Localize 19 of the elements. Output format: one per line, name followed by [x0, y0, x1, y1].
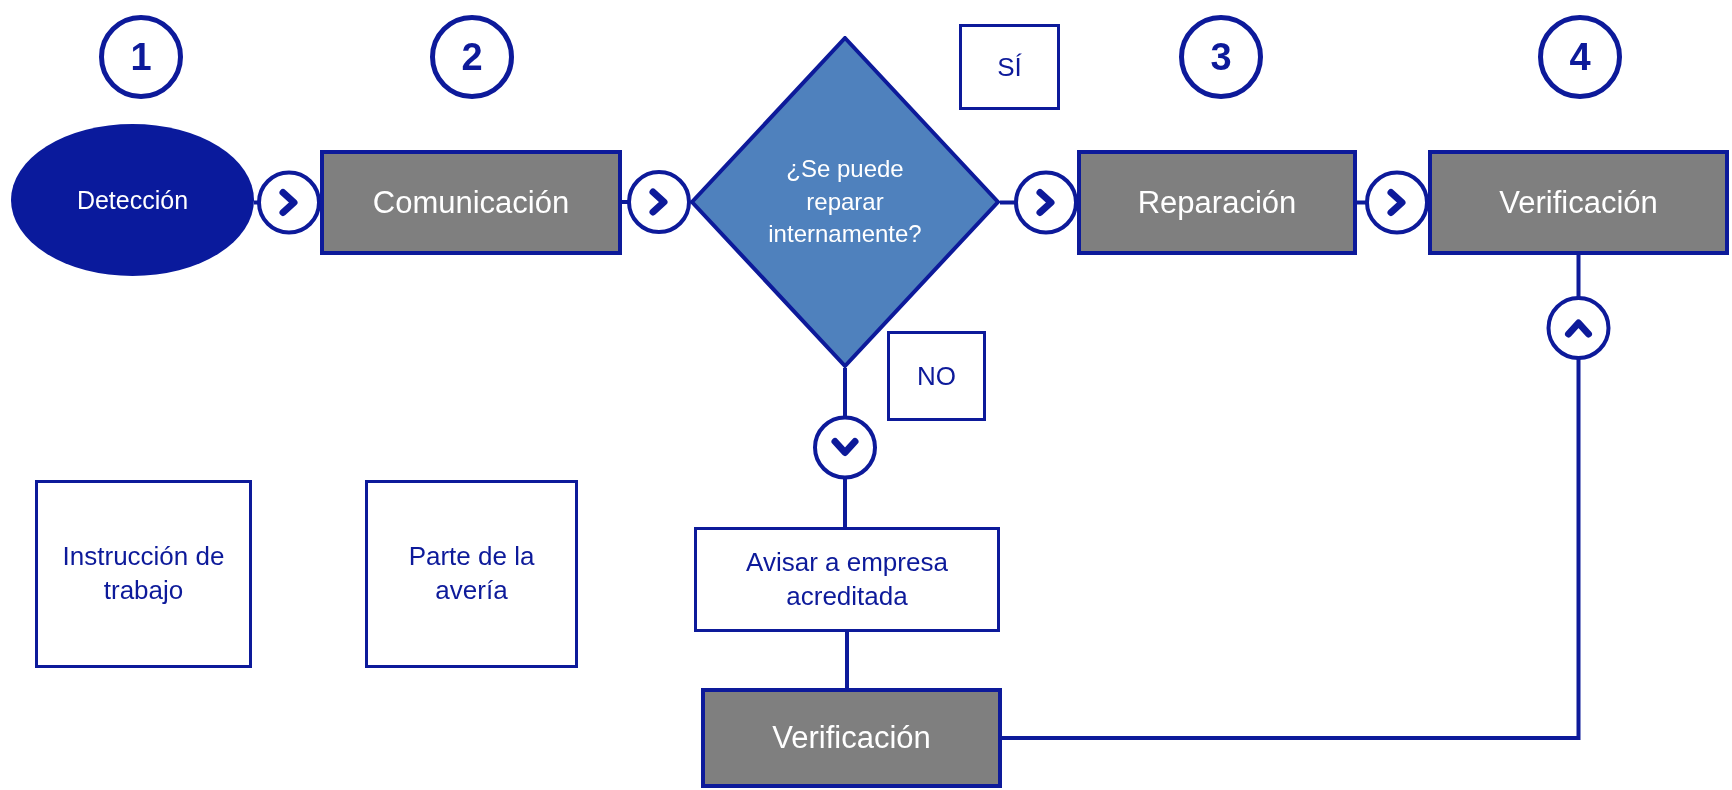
document-box: Instrucción de trabajo — [35, 480, 252, 668]
step-number: 2 — [430, 15, 514, 99]
process-box: Reparación — [1077, 150, 1357, 255]
connector-arrow — [254, 170, 321, 235]
document-box: Parte de la avería — [365, 480, 578, 668]
connector-arrow — [1002, 255, 1611, 740]
step-number: 4 — [1538, 15, 1622, 99]
start-ellipse: Detección — [11, 124, 254, 276]
answer-label: NO — [887, 331, 986, 421]
process-box: Verificación — [701, 688, 1002, 788]
answer-label: SÍ — [959, 24, 1060, 110]
step-number: 3 — [1179, 15, 1263, 99]
process-box: Comunicación — [320, 150, 622, 255]
process-box: Verificación — [1428, 150, 1729, 255]
decision-text: ¿Se puede reparar internamente? — [767, 154, 923, 250]
connector-arrow — [813, 368, 877, 527]
step-number: 1 — [99, 15, 183, 99]
document-box: Avisar a empresa acreditada — [694, 527, 1000, 632]
connector-arrow — [622, 170, 691, 234]
